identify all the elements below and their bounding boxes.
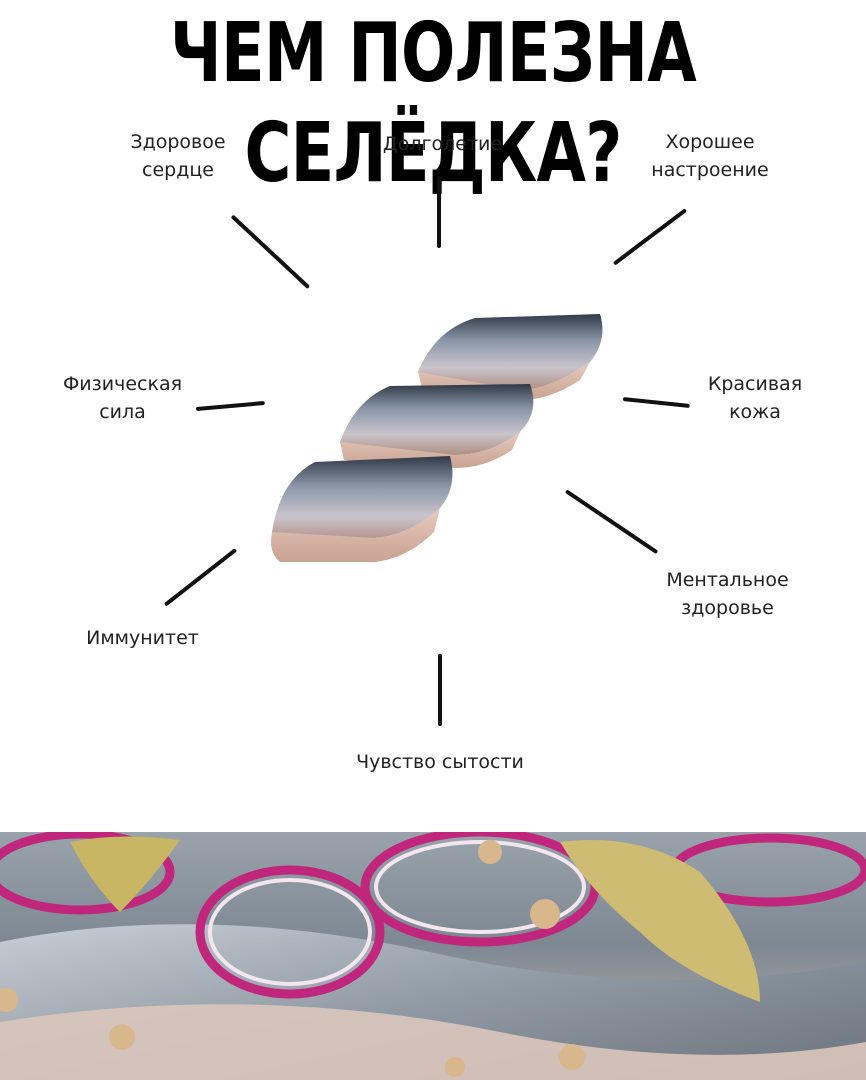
- peppercorns: [0, 840, 585, 1077]
- herring-piece-middle: [340, 384, 534, 468]
- herring-with-onion-photo: [0, 832, 866, 1080]
- bay-leaf-left: [70, 836, 180, 912]
- ray-satiety: [438, 654, 442, 726]
- herring-pieces-illustration: [271, 314, 603, 562]
- ray-immunity: [163, 548, 238, 607]
- ray-good-mood: [612, 208, 688, 266]
- benefit-mental-health: Ментальное здоровье: [666, 569, 789, 619]
- bay-leaf-right: [560, 840, 760, 1002]
- benefit-healthy-heart: Здоровое сердце: [130, 131, 226, 181]
- benefit-physical-strength: Физическая сила: [62, 373, 183, 423]
- benefit-beautiful-skin: Красивая кожа: [707, 373, 803, 423]
- ray-longevity: [437, 176, 441, 248]
- ray-beautiful-skin: [622, 397, 690, 408]
- benefit-immunity: Иммунитет: [86, 627, 199, 649]
- benefit-good-mood: Хорошее настроение: [651, 131, 769, 181]
- benefit-satiety: Чувство сытости: [356, 751, 524, 773]
- benefit-longevity: Долголетие: [382, 133, 503, 155]
- page-title: ЧЕМ ПОЛЕЗНА СЕЛЁДКА?: [170, 6, 697, 201]
- ray-healthy-heart: [230, 214, 311, 290]
- herring-piece-bottom: [271, 456, 453, 562]
